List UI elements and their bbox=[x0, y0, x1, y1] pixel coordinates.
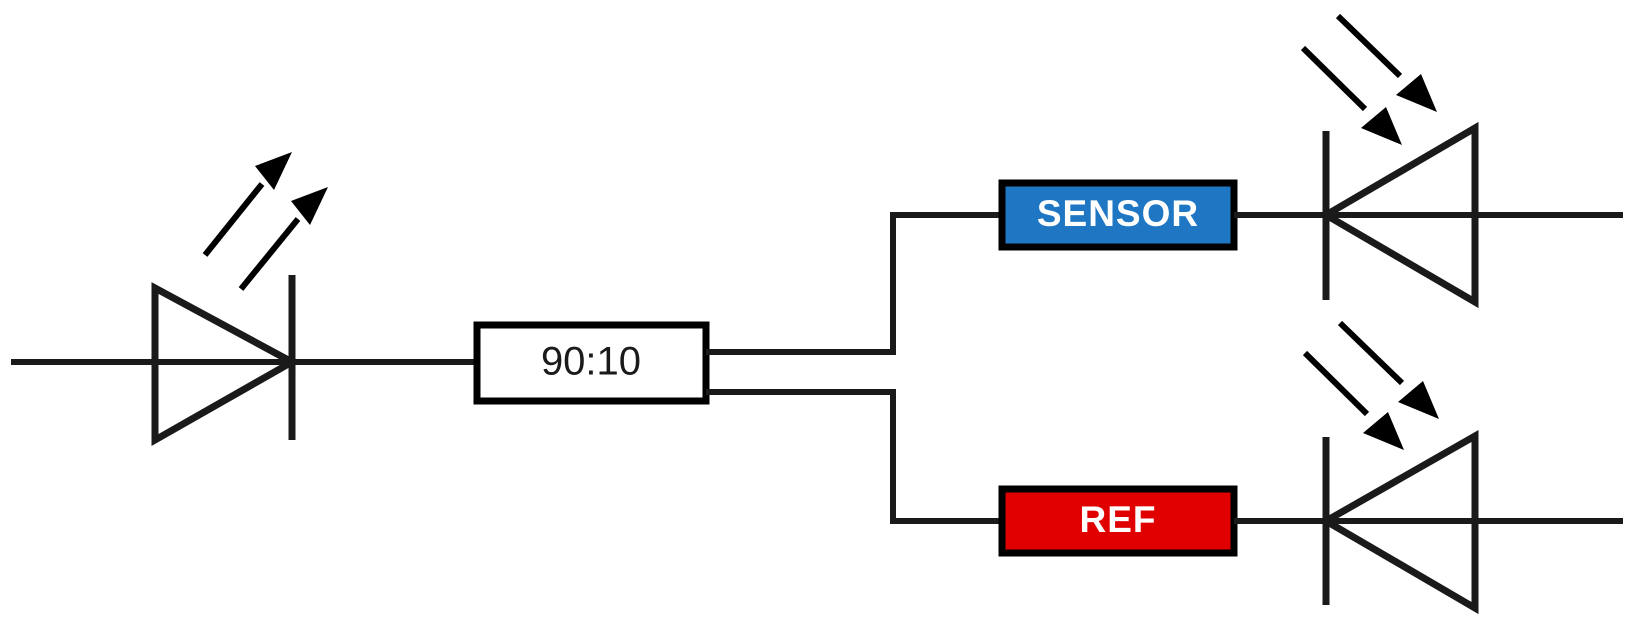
reference-branch-wire bbox=[706, 389, 1002, 524]
reference-block-group[interactable]: REF bbox=[998, 485, 1238, 557]
led-triangle bbox=[151, 282, 300, 447]
reference-incident-ray-2-icon bbox=[1302, 350, 1404, 450]
reference-photodiode-group bbox=[1234, 320, 1623, 615]
sensor-block-group[interactable]: SENSOR bbox=[998, 179, 1238, 251]
sensor-label: SENSOR bbox=[1037, 193, 1199, 234]
splitter-box[interactable] bbox=[473, 321, 710, 405]
sensor-photodiode-group bbox=[1234, 13, 1623, 309]
splitter-group[interactable]: 90:10 bbox=[473, 321, 710, 405]
splitter-output-wires bbox=[706, 212, 1002, 524]
sensor-branch-wire bbox=[706, 212, 1002, 355]
sensor-box[interactable] bbox=[998, 179, 1238, 251]
reference-incident-ray-1-icon bbox=[1337, 320, 1439, 419]
sensor-photodiode-triangle bbox=[1319, 121, 1479, 309]
sensor-incident-ray-1-icon bbox=[1335, 13, 1437, 112]
led-emission-ray-1-icon bbox=[202, 152, 292, 257]
led-source-group bbox=[11, 152, 477, 447]
reference-photodiode-triangle bbox=[1318, 429, 1479, 615]
sensor-incident-ray-2-icon bbox=[1300, 45, 1402, 145]
reference-label: REF bbox=[1080, 499, 1157, 540]
splitter-label: 90:10 bbox=[541, 340, 641, 384]
led-emission-ray-2-icon bbox=[238, 187, 328, 291]
